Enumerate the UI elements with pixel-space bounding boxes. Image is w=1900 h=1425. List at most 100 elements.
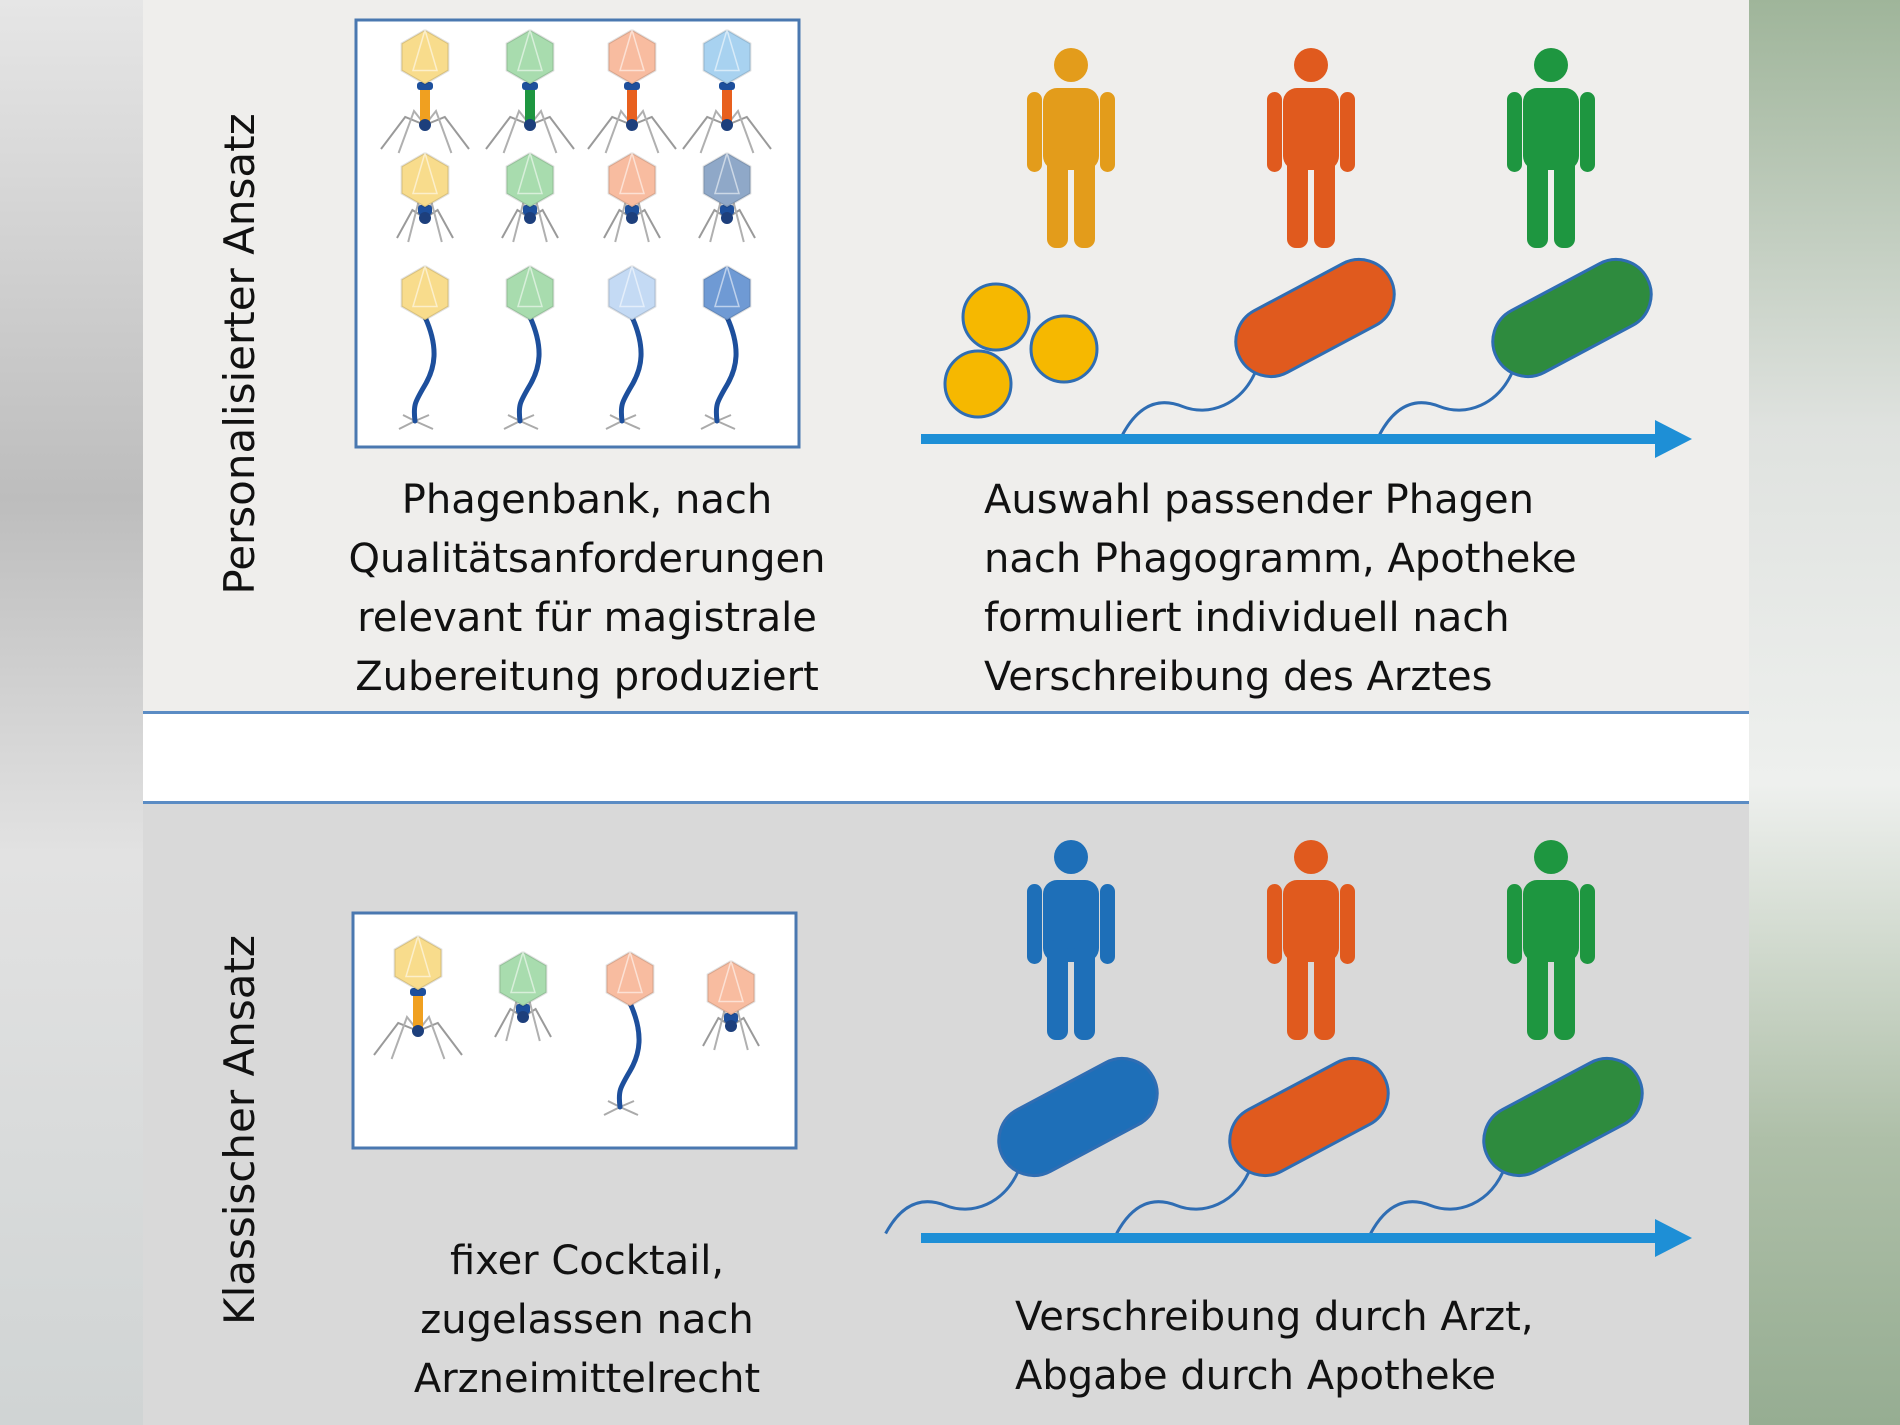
caption-line: Verschreibung durch Arzt, xyxy=(1015,1294,1534,1340)
person-arm xyxy=(1340,92,1355,172)
patient-figure-icon xyxy=(1027,840,1115,1040)
phage-collar xyxy=(516,1004,530,1014)
person-arm xyxy=(1100,884,1115,964)
rod-bacterium-icon xyxy=(1121,258,1396,436)
phage-baseplate xyxy=(517,1011,529,1023)
person-arm xyxy=(1267,884,1282,964)
phage-long xyxy=(503,263,555,430)
phage-head-facet xyxy=(411,27,439,72)
phage-baseplate xyxy=(524,212,536,224)
phage-contractile xyxy=(587,27,677,154)
phage-baseplate xyxy=(412,1025,424,1037)
tail-fiber xyxy=(503,414,539,430)
phage-head-facet xyxy=(717,958,745,1003)
phage-short xyxy=(501,150,559,243)
phage-baseplate xyxy=(626,119,638,131)
bacteria xyxy=(884,1057,1644,1235)
person-leg xyxy=(1287,148,1308,248)
phage-collar xyxy=(625,205,639,215)
phage-head-facet xyxy=(516,150,544,195)
person-arm xyxy=(1580,92,1595,172)
phage-tail xyxy=(616,1000,642,1110)
left-background-strip xyxy=(0,0,143,1425)
process-arrow xyxy=(921,420,1692,458)
person-arm xyxy=(1267,92,1282,172)
phage-collar xyxy=(523,205,537,215)
flagellum xyxy=(884,1164,1023,1235)
caption-line: zugelassen nach xyxy=(420,1297,754,1343)
flagellum xyxy=(1369,1164,1508,1235)
rod-bacterium-icon xyxy=(1369,1057,1644,1235)
phage-long xyxy=(605,263,657,430)
phage-head-facet xyxy=(516,263,544,308)
phage-head-facet xyxy=(713,150,741,195)
phage-bank-phages xyxy=(380,27,772,430)
phage-collar xyxy=(720,205,734,215)
caption-line: Zubereitung produziert xyxy=(355,654,819,700)
person-arm xyxy=(1027,884,1042,964)
caption-line: Arzneimittelrecht xyxy=(414,1356,760,1402)
coccus xyxy=(943,349,1013,419)
person-leg xyxy=(1554,940,1575,1040)
tail-fiber xyxy=(398,414,434,430)
cocktail-caption: fixer Cocktail, zugelassen nach Arzneimi… xyxy=(414,1238,760,1402)
phage-tail xyxy=(713,314,739,424)
separator-band xyxy=(143,713,1749,803)
person-leg xyxy=(1047,148,1068,248)
phage-head-facet xyxy=(509,949,537,994)
phage-tail xyxy=(618,314,644,424)
caption-line: Auswahl passender Phagen xyxy=(984,477,1534,523)
person-arm xyxy=(1100,92,1115,172)
phage-head-facet xyxy=(411,150,439,195)
phage-collar xyxy=(719,82,735,90)
tail-fiber xyxy=(373,1021,419,1056)
patients xyxy=(1027,840,1595,1040)
rod-bacterium-icon xyxy=(1115,1057,1390,1235)
phage-head-facet xyxy=(516,27,544,72)
phage-bank-caption: Phagenbank, nach Qualitätsanforderungen … xyxy=(349,477,826,700)
phage-long xyxy=(398,263,450,430)
person-leg xyxy=(1047,940,1068,1040)
caption-line: formuliert individuell nach xyxy=(984,595,1510,641)
person-arm xyxy=(1507,884,1522,964)
phage-long xyxy=(603,949,655,1116)
rod-body xyxy=(1482,1057,1644,1177)
person-arm xyxy=(1027,92,1042,172)
phage-short xyxy=(702,958,760,1051)
tail-fiber xyxy=(417,1021,463,1056)
person-leg xyxy=(1527,940,1548,1040)
personalized-panel-label: Personalisierter Ansatz xyxy=(215,113,264,594)
person-leg xyxy=(1287,940,1308,1040)
person-head xyxy=(1534,48,1568,82)
phage-head-facet xyxy=(713,263,741,308)
person-leg xyxy=(1074,940,1095,1040)
bacteria xyxy=(943,258,1653,436)
phage-long xyxy=(700,263,752,430)
caption-line: relevant für magistrale xyxy=(357,595,817,641)
patient-figure-icon xyxy=(1267,840,1355,1040)
flagellum xyxy=(1115,1164,1254,1235)
phage-baseplate xyxy=(626,212,638,224)
phage-tail xyxy=(413,995,423,1031)
coccus xyxy=(1029,314,1099,384)
phage-short xyxy=(698,150,756,243)
person-leg xyxy=(1314,148,1335,248)
person-arm xyxy=(1580,884,1595,964)
caption-line: fixer Cocktail, xyxy=(450,1238,724,1284)
phage-head-facet xyxy=(411,263,439,308)
person-head xyxy=(1534,840,1568,874)
person-leg xyxy=(1554,148,1575,248)
person-head xyxy=(1294,48,1328,82)
right-background-strip xyxy=(1749,0,1900,1425)
phage-collar xyxy=(410,988,426,996)
rod-bacterium-icon xyxy=(1378,258,1653,436)
phage-head-facet xyxy=(404,933,432,978)
personalized-panel: Personalisierter Ansatz Phagenbank, nach… xyxy=(143,0,1749,713)
rod-body xyxy=(1491,258,1653,378)
tail-fiber xyxy=(603,1100,639,1116)
phage-contractile xyxy=(373,933,463,1060)
tail-fiber xyxy=(631,115,677,150)
phage-tail xyxy=(411,314,437,424)
rod-body xyxy=(997,1057,1159,1177)
tail-fiber xyxy=(726,115,772,150)
